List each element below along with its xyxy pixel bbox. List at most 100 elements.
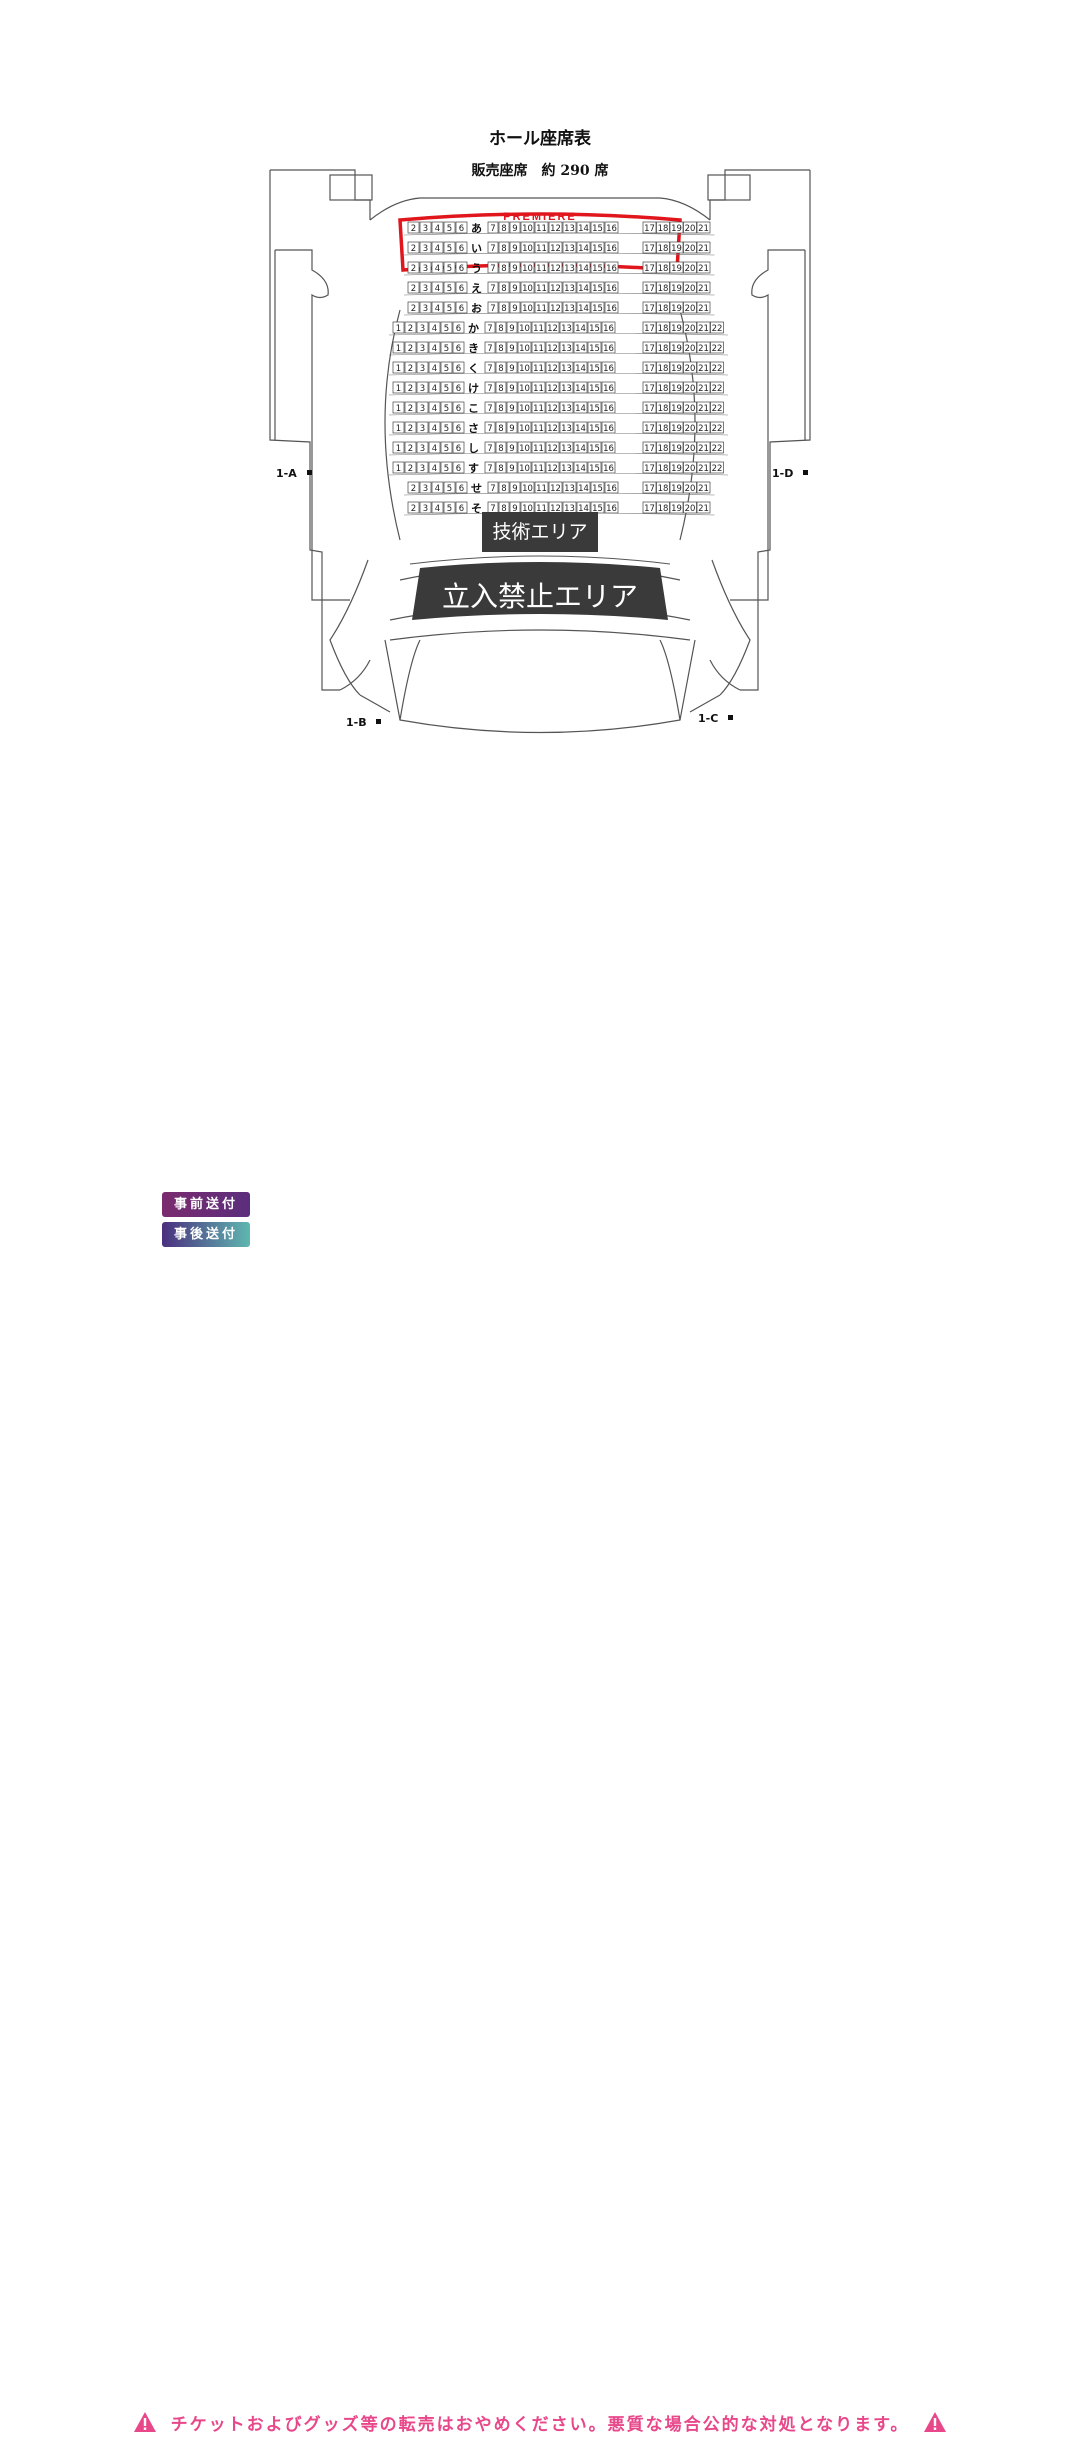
seat-number: 3 — [423, 484, 428, 494]
seat-number: 18 — [658, 464, 669, 474]
seat — [656, 381, 670, 394]
seat-number: 7 — [490, 264, 495, 274]
seat — [669, 401, 684, 414]
seat-number: 3 — [423, 264, 428, 274]
row-label: す — [468, 462, 479, 475]
seat-number: 7 — [487, 424, 492, 434]
seat-number: 19 — [671, 504, 682, 514]
seat — [404, 401, 417, 414]
seat — [419, 241, 432, 254]
seat-number: 20 — [685, 504, 696, 514]
seat-number: 16 — [606, 284, 617, 294]
seat-number: 13 — [561, 344, 572, 354]
seat-number: 10 — [522, 224, 533, 234]
row-label: せ — [471, 482, 482, 495]
seat-number: 10 — [519, 364, 530, 374]
seat-number: 7 — [490, 484, 495, 494]
seat-number: 12 — [547, 364, 558, 374]
seat — [683, 461, 697, 474]
seat-number: 19 — [671, 324, 682, 334]
entrance-1b-marker — [376, 719, 381, 724]
seat-number: 19 — [671, 384, 682, 394]
row-line — [388, 332, 729, 336]
seat-number: 6 — [456, 404, 461, 414]
seat-number: 17 — [644, 344, 655, 354]
seat-number: 16 — [603, 364, 614, 374]
seat-number: 14 — [578, 264, 589, 274]
seat-number: 10 — [519, 444, 530, 454]
seat — [642, 221, 657, 234]
seat-number: 12 — [550, 284, 561, 294]
seat — [683, 441, 697, 454]
seat-number: 6 — [459, 484, 464, 494]
seat-number: 16 — [603, 424, 614, 434]
seat-number: 11 — [533, 464, 544, 474]
seat-number: 11 — [533, 364, 544, 374]
seat-number: 21 — [698, 404, 709, 414]
seat-number: 6 — [459, 264, 464, 274]
seat-number: 5 — [444, 384, 449, 394]
seat-number: 10 — [519, 404, 530, 414]
seat — [642, 381, 657, 394]
seat-number: 13 — [564, 244, 575, 254]
seat-number: 6 — [456, 464, 461, 474]
seat — [683, 281, 697, 294]
seat — [604, 221, 619, 234]
seat-number: 10 — [519, 424, 530, 434]
seat-number: 15 — [589, 364, 600, 374]
seat-number: 6 — [459, 504, 464, 514]
row-label: か — [468, 322, 479, 335]
seat — [431, 261, 444, 274]
seat — [440, 381, 453, 394]
seat — [683, 301, 697, 314]
seat — [696, 281, 711, 294]
seat — [407, 241, 420, 254]
seat-number: 14 — [575, 424, 586, 434]
seat-number: 9 — [509, 444, 514, 454]
seat-number: 21 — [698, 284, 709, 294]
seat — [452, 381, 465, 394]
seat-number: 6 — [459, 224, 464, 234]
seat-number: 4 — [432, 384, 437, 394]
seat-number: 21 — [698, 364, 709, 374]
seat-number: 7 — [490, 504, 495, 514]
seat-number: 3 — [423, 504, 428, 514]
seat-number: 20 — [685, 264, 696, 274]
seat-number: 4 — [435, 264, 440, 274]
seat-number: 16 — [603, 444, 614, 454]
seat-number: 12 — [550, 504, 561, 514]
seat — [696, 501, 711, 514]
tech-area — [482, 512, 598, 552]
seat-number: 21 — [698, 504, 709, 514]
seat-number: 7 — [490, 224, 495, 234]
seat-number: 18 — [658, 484, 669, 494]
seat — [642, 301, 657, 314]
seat-number: 8 — [498, 324, 503, 334]
seat — [431, 481, 444, 494]
seat-number: 12 — [547, 444, 558, 454]
row-line — [388, 352, 729, 356]
seat-number: 6 — [456, 364, 461, 374]
seat-number: 1 — [396, 444, 401, 454]
seat-number: 21 — [698, 444, 709, 454]
seat-number: 2 — [411, 264, 416, 274]
seat-number: 6 — [459, 304, 464, 314]
seat-number: 15 — [592, 224, 603, 234]
seat-number: 19 — [671, 344, 682, 354]
seat-number: 5 — [447, 284, 452, 294]
seat — [710, 461, 724, 474]
seat-number: 14 — [578, 484, 589, 494]
seat-number: 3 — [420, 464, 425, 474]
seat — [419, 261, 432, 274]
seat-number: 14 — [578, 284, 589, 294]
seat — [710, 361, 724, 374]
seat-number: 12 — [550, 224, 561, 234]
seat — [604, 301, 619, 314]
seat — [428, 401, 441, 414]
seat — [431, 281, 444, 294]
seat-number: 18 — [658, 444, 669, 454]
seat-number: 19 — [671, 464, 682, 474]
